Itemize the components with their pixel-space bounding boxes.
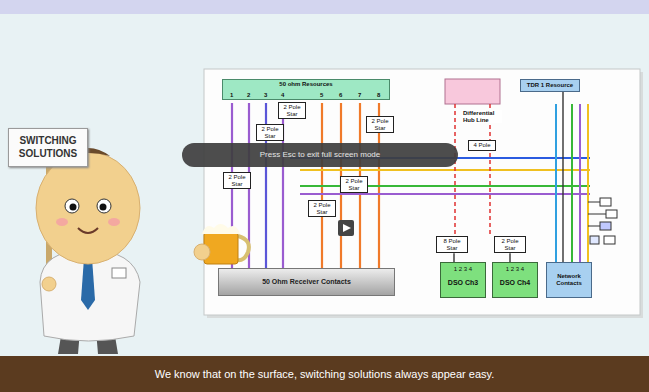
scope-channel-box: 1 2 3 4 DSO Ch4: [492, 262, 538, 298]
eye: [65, 199, 79, 213]
channel-number: 1: [230, 92, 233, 99]
leader: [588, 214, 606, 215]
box-text: 2 Pole Star: [310, 202, 334, 215]
channel-number: 8: [377, 92, 380, 99]
box-text: 2 Pole Star: [280, 104, 304, 117]
caption-text: We know that on the surface, switching s…: [155, 368, 495, 380]
wire: [571, 104, 573, 262]
switch-box: 2 Pole Star: [223, 172, 251, 189]
fullscreen-overlay: Press Esc to exit full screen mode: [182, 143, 458, 167]
channel-number: 5: [320, 92, 323, 99]
channel-number: 3: [264, 92, 267, 99]
box-text: 4 Pole: [470, 142, 494, 149]
switch-box: 2 Pole Star: [256, 124, 284, 141]
connector: [453, 253, 454, 262]
switch-box: 2 Pole Star: [366, 116, 394, 133]
wire: [300, 193, 590, 195]
channel-number: 6: [339, 92, 342, 99]
terminal: [606, 210, 617, 218]
box-text: 2 Pole Star: [342, 178, 366, 191]
switch-box: 2 Pole Star: [278, 102, 306, 119]
box-text: 2 Pole Star: [258, 126, 282, 139]
box-text: 1 2 3 4: [495, 266, 535, 273]
dashed-wire: [454, 104, 456, 236]
sign-board: SWITCHING SOLUTIONS: [8, 128, 88, 167]
tie: [81, 258, 95, 310]
channel-number: 7: [358, 92, 361, 99]
foam: [202, 224, 240, 234]
terminal: [590, 236, 599, 244]
switch-box: 2 Pole Star: [340, 176, 368, 193]
pupil: [100, 204, 107, 211]
wire: [579, 104, 581, 262]
dashed-wire: [489, 104, 491, 236]
terminal: [604, 236, 615, 244]
box-text: 1 2 3 4: [443, 266, 483, 273]
pink-resource: [445, 79, 500, 104]
box-text: 2 Pole Star: [225, 174, 249, 187]
leader: [588, 226, 600, 227]
wire: [587, 104, 589, 262]
wire: [555, 104, 557, 262]
cheek: [108, 218, 120, 226]
smile: [78, 228, 98, 233]
wire: [300, 169, 590, 171]
terminal-blocks: [588, 198, 617, 244]
hand: [194, 244, 210, 260]
pupil: [70, 204, 77, 211]
caption-band: We know that on the surface, switching s…: [0, 356, 649, 392]
play-square: [338, 220, 354, 236]
channel-number: 4: [281, 92, 284, 99]
box-text: 2 Pole Star: [368, 118, 392, 131]
box-text: 8 Pole Star: [438, 238, 466, 251]
switch-box: 4 Pole: [468, 140, 496, 151]
contacts-box: Network Contacts: [546, 262, 592, 298]
beer-mug: [194, 224, 249, 264]
connector: [562, 92, 563, 262]
switch-box: 2 Pole Star: [308, 200, 336, 217]
terminal: [600, 222, 611, 230]
badge: [112, 268, 126, 278]
resource-box: TDR 1 Resource: [520, 79, 580, 92]
egg-head: [36, 152, 140, 264]
contacts-box: 50 Ohm Receiver Contacts: [218, 268, 395, 296]
connector: [509, 253, 510, 262]
hand: [42, 277, 56, 291]
box-text: SWITCHING SOLUTIONS: [12, 135, 84, 160]
switch-box: 2 Pole Star: [494, 236, 526, 253]
bus-wires: [290, 104, 590, 262]
leader: [588, 202, 600, 203]
scope-channel-box: 1 2 3 4 DSO Ch3: [440, 262, 486, 298]
line-note: Differential Hub Line: [462, 110, 502, 123]
box-text: DSO Ch4: [495, 279, 535, 287]
terminal: [600, 198, 611, 206]
diagram-panel: [204, 69, 640, 315]
cheek: [56, 218, 68, 226]
slide-ground: [0, 14, 649, 356]
box-text: Network Contacts: [549, 273, 589, 286]
box-text: 2 Pole Star: [496, 238, 524, 251]
play-button: [338, 220, 354, 236]
channel-number: 2: [247, 92, 250, 99]
box-text: TDR 1 Resource: [523, 82, 577, 89]
eye: [97, 199, 111, 213]
play-triangle: [343, 224, 351, 232]
box-text: 50 ohm Resources: [225, 81, 387, 88]
switch-box: 8 Pole Star: [436, 236, 468, 253]
box-text: DSO Ch3: [443, 279, 483, 287]
box-text: 50 Ohm Receiver Contacts: [223, 278, 390, 286]
